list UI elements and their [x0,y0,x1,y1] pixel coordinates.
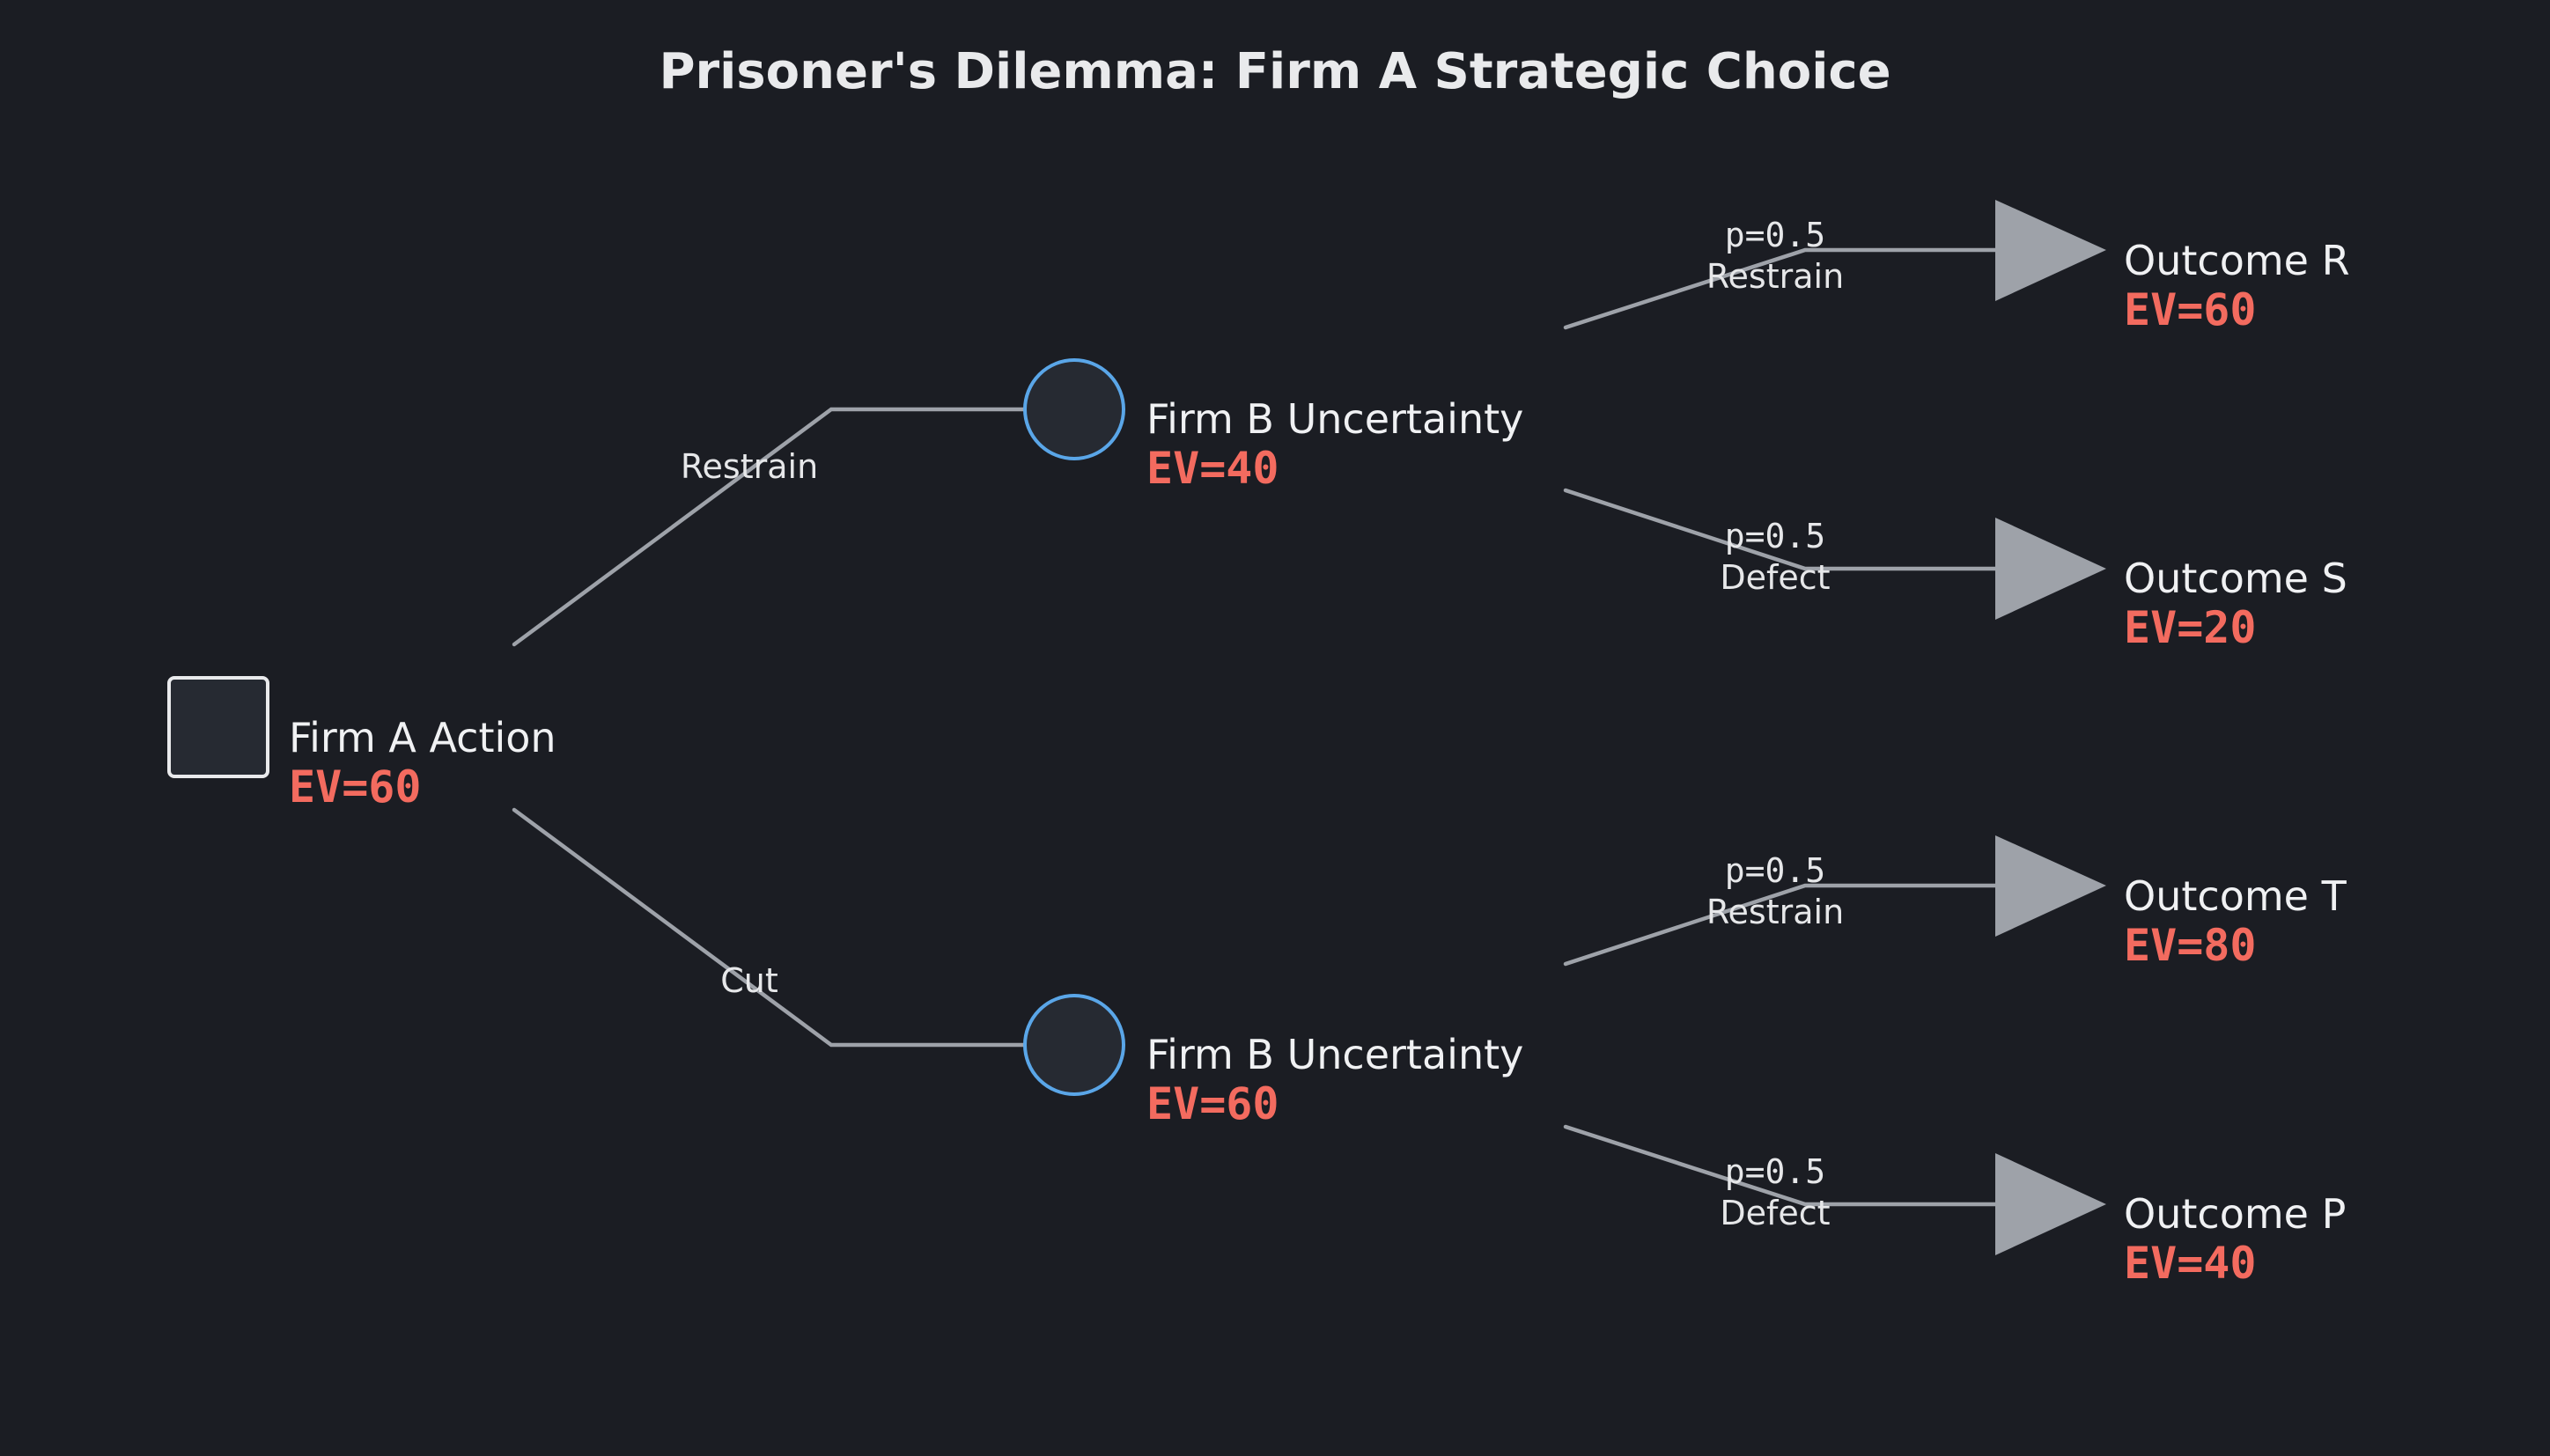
root-node-ev: EV=60 [289,761,422,813]
prob-label-r: p=0.5 [1725,216,1825,254]
outcome-s-ev: EV=20 [2124,602,2257,653]
edge-label-s: Defect [1720,558,1830,597]
outcome-p-label: Outcome P [2124,1190,2346,1238]
edge-label-r: Restrain [1706,257,1844,296]
edge-b2-to-outcome-p [1563,1124,2001,1207]
outcome-s-label: Outcome S [2124,555,2347,602]
edge-label-cut: Cut [720,961,778,1000]
chance-node-firm-b-2 [1023,994,1125,1096]
prob-label-s: p=0.5 [1725,517,1825,555]
prob-label-p: p=0.5 [1725,1152,1825,1191]
edge-root-to-restrain [512,407,1027,647]
outcome-r-ev: EV=60 [2124,284,2257,335]
terminal-node-s [1995,518,2106,620]
edge-label-restrain: Restrain [681,447,818,486]
edge-root-to-cut [512,807,1027,1048]
outcome-r-label: Outcome R [2124,237,2350,284]
root-node-label: Firm A Action [289,714,556,761]
chance-node-2-label: Firm B Uncertainty [1146,1031,1523,1078]
edge-label-p: Defect [1720,1194,1830,1232]
edge-b1-to-outcome-s [1563,488,2001,571]
edge-b1-to-outcome-r [1563,247,2001,330]
terminal-node-t [1995,835,2106,937]
chance-node-1-label: Firm B Uncertainty [1146,395,1523,443]
edge-b2-to-outcome-t [1563,883,2001,967]
outcome-t-label: Outcome T [2124,872,2347,920]
outcome-p-ev: EV=40 [2124,1238,2257,1289]
edge-label-t: Restrain [1706,893,1844,931]
chance-node-1-ev: EV=40 [1146,443,1279,494]
prob-label-t: p=0.5 [1725,851,1825,890]
terminal-node-r [1995,200,2106,301]
chance-node-2-ev: EV=60 [1146,1078,1279,1129]
outcome-t-ev: EV=80 [2124,920,2257,971]
diagram-title: Prisoner's Dilemma: Firm A Strategic Cho… [659,43,1890,100]
chance-node-firm-b-1 [1023,358,1125,460]
decision-node-firm-a [167,676,269,778]
terminal-node-p [1995,1153,2106,1255]
